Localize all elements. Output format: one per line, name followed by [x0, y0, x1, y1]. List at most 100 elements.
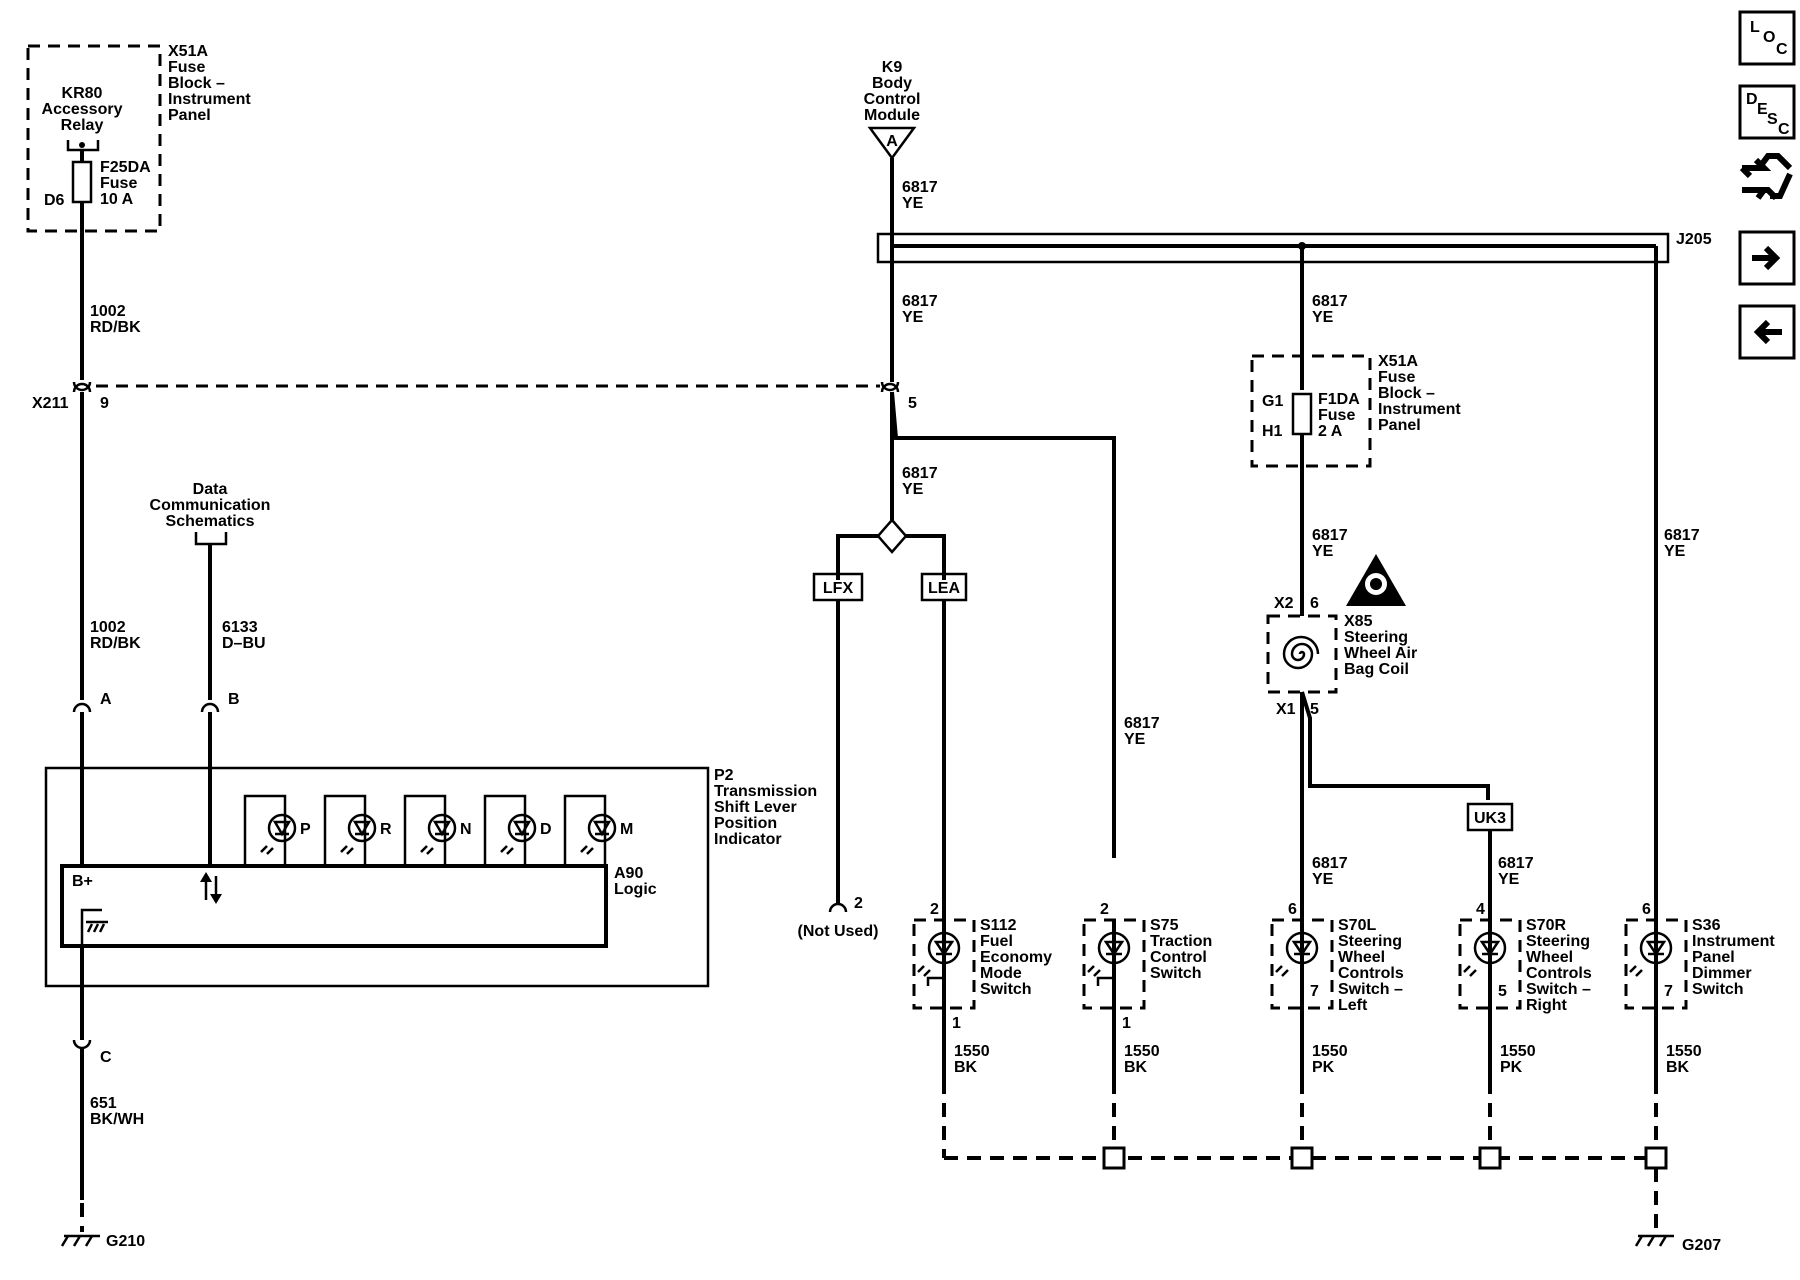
- svg-text:Control: Control: [1150, 949, 1207, 966]
- svg-text:Relay: Relay: [61, 117, 104, 134]
- svg-text:C: C: [1776, 41, 1788, 58]
- svg-text:X85: X85: [1344, 613, 1373, 630]
- svg-text:Panel: Panel: [1692, 949, 1735, 966]
- svg-text:F1DA: F1DA: [1318, 391, 1360, 408]
- k9-bcm: K9 Body Control Module A: [864, 59, 921, 161]
- svg-text:1550: 1550: [954, 1043, 990, 1060]
- svg-text:Bag Coil: Bag Coil: [1344, 661, 1409, 678]
- not-used-terminal: 2 (Not Used): [798, 895, 879, 940]
- svg-text:Shift Lever: Shift Lever: [714, 799, 797, 816]
- svg-text:Fuse: Fuse: [168, 59, 205, 76]
- svg-text:Fuse: Fuse: [1378, 369, 1415, 386]
- svg-text:Fuse: Fuse: [1318, 407, 1355, 424]
- svg-text:5: 5: [1498, 983, 1507, 1000]
- led-p: P: [243, 794, 311, 866]
- x211-connector: X211 9 5: [32, 381, 917, 412]
- data-arrows-icon: [200, 872, 222, 904]
- svg-text:1: 1: [952, 1015, 961, 1032]
- svg-text:Indicator: Indicator: [714, 831, 782, 848]
- p2-shift-indicator: P2 Transmission Shift Lever Position Ind…: [44, 712, 817, 988]
- svg-text:G1: G1: [1262, 393, 1283, 410]
- switch-lamp-icon: [1639, 931, 1673, 965]
- svg-text:YE: YE: [1312, 543, 1334, 560]
- ground-bus: [942, 1080, 1668, 1232]
- led-icon: [267, 813, 297, 843]
- svg-text:YE: YE: [1498, 871, 1520, 888]
- svg-text:Controls: Controls: [1526, 965, 1592, 982]
- p2-connector-c: C: [72, 1039, 112, 1066]
- svg-text:2: 2: [854, 895, 863, 912]
- connector-view-button[interactable]: [1739, 153, 1793, 201]
- led-label: M: [620, 821, 633, 838]
- svg-text:Control: Control: [864, 91, 921, 108]
- led-icon: [347, 813, 377, 843]
- svg-text:G210: G210: [106, 1233, 145, 1250]
- fuse-block-mid: G1 H1 F1DA Fuse 2 A X51A Fuse Block – In…: [1250, 353, 1461, 468]
- option-split-diamond-icon: [836, 518, 946, 580]
- svg-text:2 A: 2 A: [1318, 423, 1343, 440]
- svg-text:YE: YE: [1312, 871, 1334, 888]
- svg-text:Panel: Panel: [168, 107, 211, 124]
- svg-text:4: 4: [1476, 901, 1485, 918]
- svg-text:D6: D6: [44, 192, 65, 209]
- svg-text:BK: BK: [1666, 1059, 1690, 1076]
- svg-text:Switch: Switch: [1692, 981, 1744, 998]
- svg-text:C: C: [100, 1049, 112, 1066]
- loc-button[interactable]: L O C: [1738, 10, 1796, 66]
- next-button[interactable]: [1738, 230, 1796, 286]
- led-label: R: [380, 821, 392, 838]
- svg-text:B: B: [228, 691, 240, 708]
- led-r: R: [323, 794, 392, 866]
- svg-text:1: 1: [1122, 1015, 1131, 1032]
- svg-text:Fuel: Fuel: [980, 933, 1013, 950]
- svg-text:Panel: Panel: [1378, 417, 1421, 434]
- svg-text:9: 9: [100, 395, 109, 412]
- connector-icon: [1739, 153, 1793, 201]
- svg-text:Steering: Steering: [1338, 933, 1402, 950]
- svg-text:O: O: [1763, 29, 1775, 46]
- svg-text:YE: YE: [1664, 543, 1686, 560]
- svg-text:6817: 6817: [902, 293, 938, 310]
- desc-button[interactable]: D E S C: [1738, 84, 1796, 140]
- fuse-f25da-icon: [71, 160, 93, 204]
- svg-text:Switch: Switch: [1150, 965, 1202, 982]
- svg-text:Steering: Steering: [1526, 933, 1590, 950]
- svg-text:1550: 1550: [1500, 1043, 1536, 1060]
- svg-text:6: 6: [1642, 901, 1651, 918]
- svg-text:Instrument: Instrument: [1692, 933, 1775, 950]
- fuse-block-top: X51A Fuse Block – Instrument Panel KR80 …: [26, 43, 251, 233]
- svg-text:J205: J205: [1676, 231, 1712, 248]
- svg-text:X211: X211: [32, 395, 69, 412]
- svg-text:G207: G207: [1682, 1237, 1721, 1254]
- svg-text:Data: Data: [193, 481, 228, 498]
- switch-lamp-icon: [927, 931, 961, 965]
- svg-text:6817: 6817: [902, 465, 938, 482]
- switch-lamp-icon: [1097, 931, 1131, 965]
- svg-text:BK: BK: [1124, 1059, 1148, 1076]
- svg-text:6817: 6817: [1664, 527, 1700, 544]
- splice-j205: J205: [876, 231, 1712, 264]
- svg-text:PK: PK: [1500, 1059, 1523, 1076]
- svg-text:S: S: [1767, 111, 1778, 128]
- svg-text:Module: Module: [864, 107, 920, 124]
- svg-text:YE: YE: [1312, 309, 1334, 326]
- svg-text:D–BU: D–BU: [222, 635, 266, 652]
- svg-text:X2: X2: [1274, 595, 1294, 612]
- led-d: D: [483, 794, 552, 866]
- svg-text:5: 5: [908, 395, 917, 412]
- svg-text:YE: YE: [1124, 731, 1146, 748]
- svg-text:Switch –: Switch –: [1338, 981, 1403, 998]
- svg-text:K9: K9: [882, 59, 903, 76]
- svg-text:Fuse: Fuse: [100, 175, 137, 192]
- switch-lamp-icon: [1473, 931, 1507, 965]
- ground-g207-icon: [1634, 1234, 1674, 1247]
- svg-text:2: 2: [1100, 901, 1109, 918]
- svg-text:Dimmer: Dimmer: [1692, 965, 1752, 982]
- previous-button[interactable]: [1738, 304, 1796, 360]
- relay-label: KR80: [62, 85, 103, 102]
- p2-connector-b: B: [200, 691, 240, 713]
